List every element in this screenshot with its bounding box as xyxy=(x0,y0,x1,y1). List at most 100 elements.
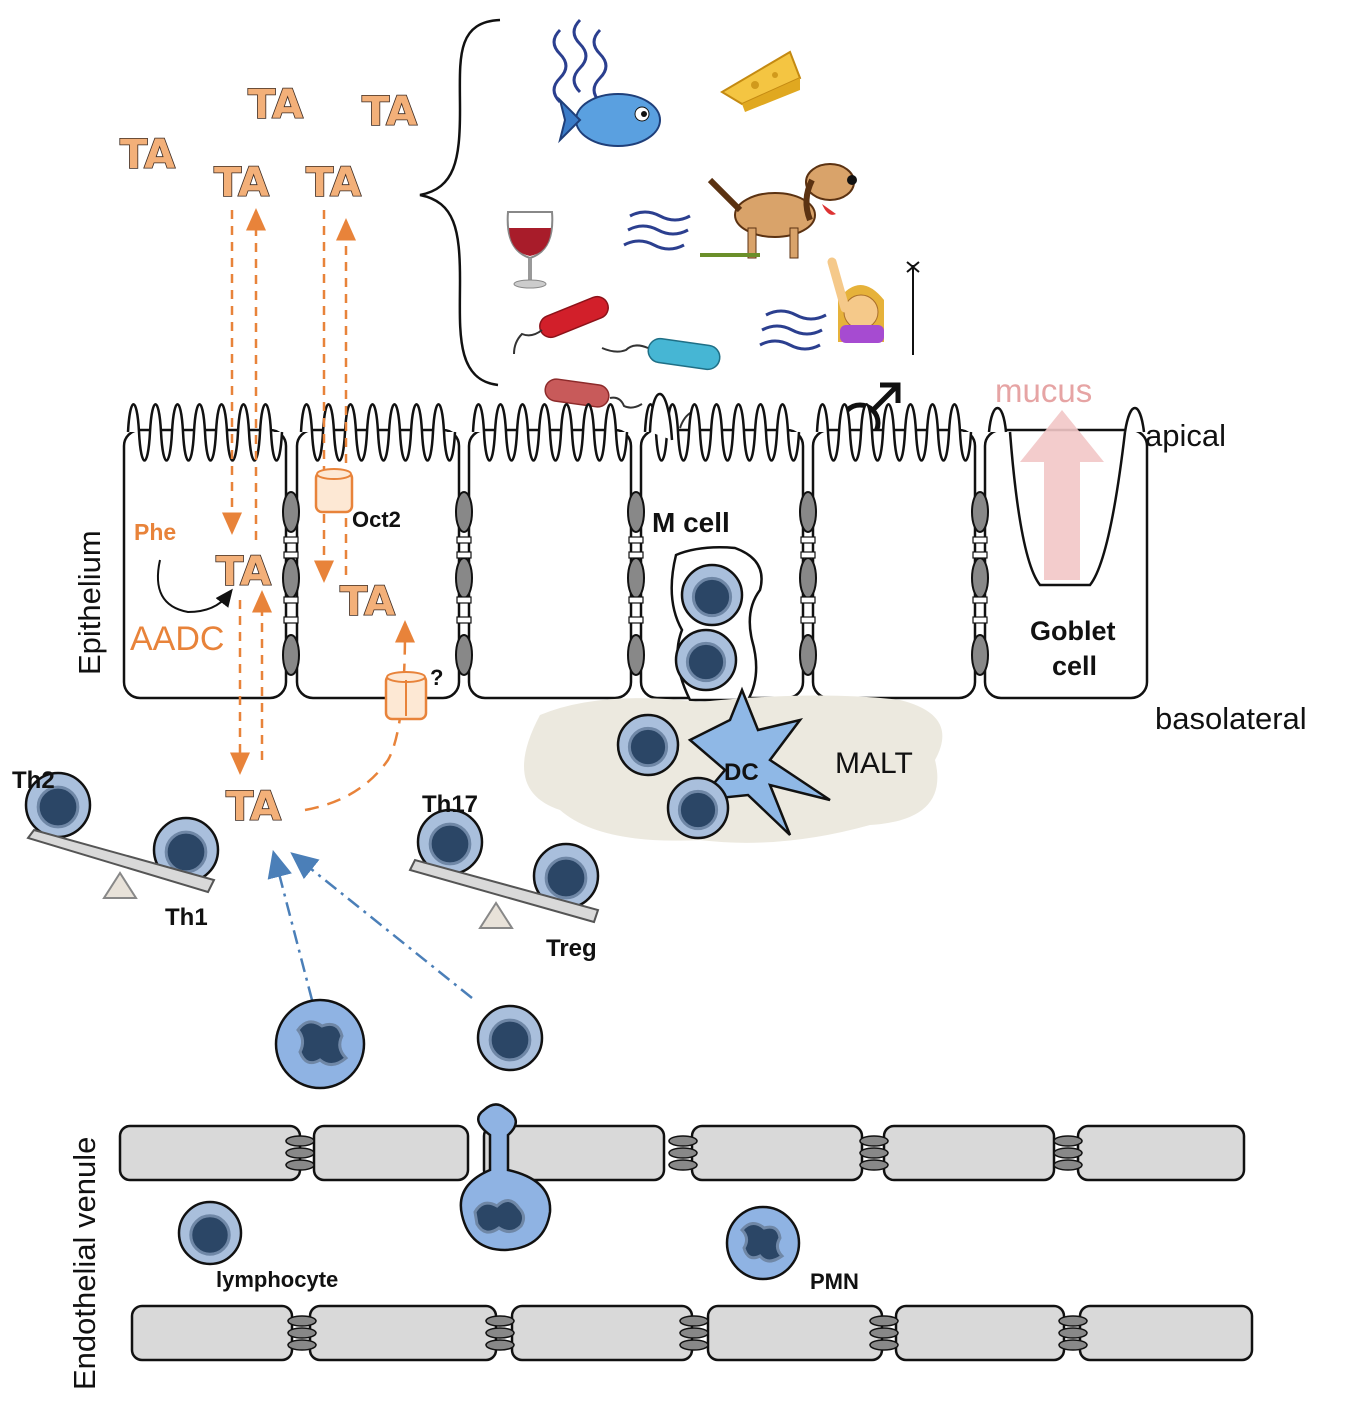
endothelial-junction xyxy=(679,1327,709,1339)
endothelial-junction xyxy=(285,1135,315,1147)
unknown-transporter xyxy=(384,671,428,721)
junction xyxy=(627,557,645,599)
ta-label: TA xyxy=(306,160,361,206)
aadc-label: AADC xyxy=(130,620,224,658)
ta-label: TA xyxy=(340,579,395,625)
junction xyxy=(282,557,300,599)
endothelial-cell xyxy=(118,1124,302,1182)
junction xyxy=(627,491,645,533)
microvillus xyxy=(643,403,801,462)
junction-strand xyxy=(800,536,816,544)
basolateral-label: basolateral xyxy=(1155,701,1307,736)
lymphocyte xyxy=(476,1004,544,1072)
endothelial-junction xyxy=(869,1327,899,1339)
junction xyxy=(971,491,989,533)
oct2-label: Oct2 xyxy=(352,507,401,532)
endothelial-junction xyxy=(285,1159,315,1171)
dc-label: DC xyxy=(724,759,759,786)
wine-glass-icon xyxy=(506,211,554,289)
th1-label: Th1 xyxy=(165,904,208,931)
endothelial-junction xyxy=(859,1159,889,1171)
endothelial-junction xyxy=(285,1147,315,1159)
junction xyxy=(282,634,300,676)
endothelial-cell xyxy=(1076,1124,1246,1182)
junction-strand xyxy=(283,536,299,544)
chemotaxis-arrow xyxy=(290,852,473,999)
question-label: ? xyxy=(430,665,443,690)
epithelium-layer xyxy=(122,392,1149,700)
lymphocyte xyxy=(616,713,680,777)
endothelial-junction xyxy=(485,1339,515,1351)
endothelial-cell xyxy=(706,1304,884,1362)
endothelial-junction xyxy=(859,1135,889,1147)
endothelial-junction xyxy=(1058,1339,1088,1351)
m-cell-label: M cell xyxy=(652,507,730,538)
endothelial-junction xyxy=(287,1327,317,1339)
phe-label: Phe xyxy=(134,519,176,545)
th2-label: Th2 xyxy=(12,767,55,794)
endothelial-cell xyxy=(690,1124,864,1182)
luminal-trace-amines: TA TA TA TA TA xyxy=(119,81,418,207)
ta-label: TA xyxy=(216,549,271,595)
transmigrating-pmn xyxy=(459,1103,552,1252)
endothelial-cell xyxy=(882,1124,1056,1182)
endothelial-junction xyxy=(859,1147,889,1159)
endothelial-venule-label: Endothelial venule xyxy=(67,1137,102,1390)
goblet-label-2: cell xyxy=(1052,651,1097,681)
ta-label: TA xyxy=(214,160,269,206)
microvillus xyxy=(471,403,629,462)
lymphocyte-label: lymphocyte xyxy=(216,1267,338,1292)
endothelial-junction xyxy=(668,1159,698,1171)
endothelial-junction xyxy=(869,1339,899,1351)
junction xyxy=(971,557,989,599)
junction-strand xyxy=(456,551,472,559)
endothelial-cell xyxy=(1078,1304,1254,1362)
endothelial-junction xyxy=(1053,1147,1083,1159)
endothelial-cell xyxy=(308,1304,498,1362)
junction-strand xyxy=(283,616,299,624)
endothelial-cell xyxy=(482,1124,666,1182)
dog-icon xyxy=(623,163,857,259)
endothelial-cell xyxy=(312,1124,470,1182)
junction-strand xyxy=(628,551,644,559)
junction xyxy=(799,557,817,599)
ta-label: TA xyxy=(226,784,281,830)
ta-label: TA xyxy=(248,82,303,128)
epithelium-label: Epithelium xyxy=(72,530,107,675)
junction-strand xyxy=(972,536,988,544)
pmn-cell xyxy=(274,998,366,1090)
junction xyxy=(971,634,989,676)
endothelial-junction xyxy=(287,1339,317,1351)
cheese-icon xyxy=(720,50,802,112)
junction-strand xyxy=(628,616,644,624)
endothelial-cell xyxy=(894,1304,1066,1362)
junction xyxy=(627,634,645,676)
lymphocyte xyxy=(532,842,600,910)
junction-strand xyxy=(456,596,472,604)
treg-label: Treg xyxy=(546,935,597,962)
microvillus xyxy=(815,403,973,462)
ta-label: TA xyxy=(120,132,175,178)
fish-icon xyxy=(552,18,661,147)
lymphocyte xyxy=(674,628,738,692)
endothelial-venule xyxy=(118,1124,1254,1362)
junction xyxy=(282,491,300,533)
endothelial-junction xyxy=(869,1315,899,1327)
endothelial-junction xyxy=(1053,1159,1083,1171)
endothelial-junction xyxy=(1053,1135,1083,1147)
junction-strand xyxy=(456,616,472,624)
pmn-label: PMN xyxy=(810,1269,859,1294)
goblet-label-1: Goblet xyxy=(1030,616,1116,646)
mucus-arrow xyxy=(1020,410,1104,580)
chemotaxis-arrow xyxy=(267,849,314,1001)
th2-th1-balance xyxy=(26,828,216,899)
ta-label: TA xyxy=(362,89,417,135)
junction xyxy=(455,557,473,599)
endothelial-cell xyxy=(510,1304,694,1362)
oct2-transporter xyxy=(314,468,354,514)
endothelial-junction xyxy=(485,1327,515,1339)
curly-brace xyxy=(419,18,501,387)
tight-junctions xyxy=(282,491,989,676)
apical-label: apical xyxy=(1145,418,1226,453)
